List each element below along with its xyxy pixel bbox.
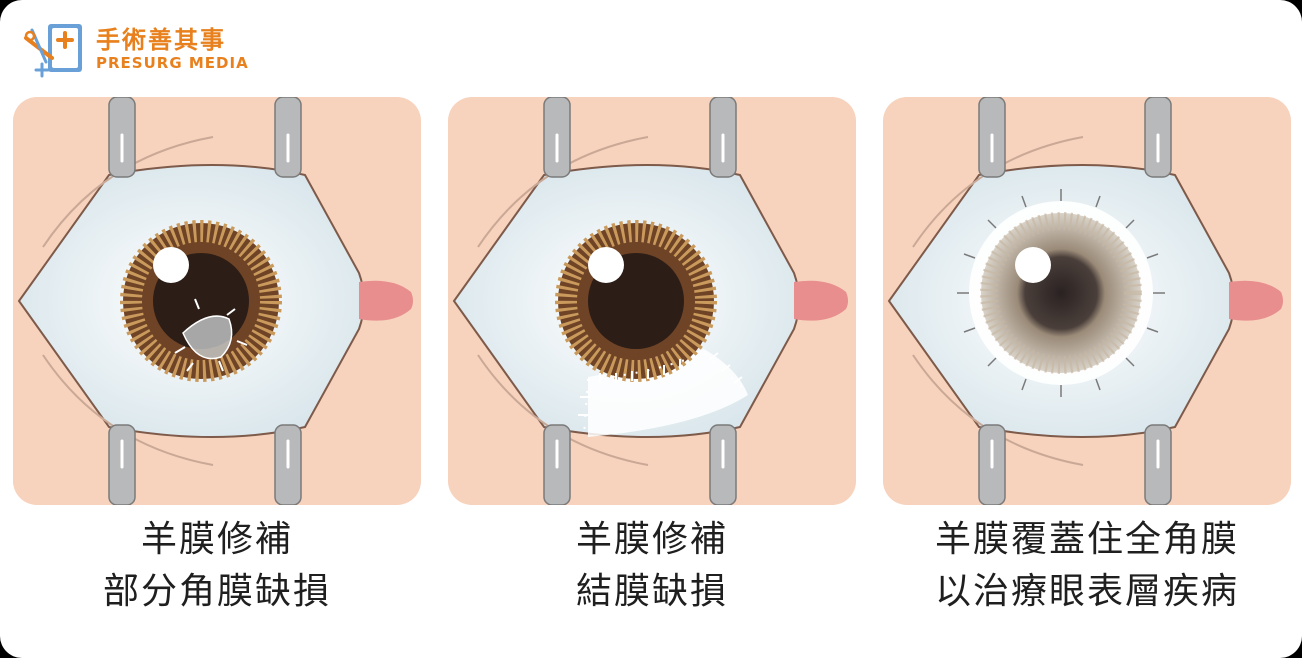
eye-illustration-3: [883, 97, 1291, 505]
caption-line-1: 羊膜覆蓋住全角膜: [934, 519, 1239, 560]
surgical-tools-book-icon: [24, 24, 82, 78]
sutures: [957, 189, 1165, 397]
brand-name-en: PRESURG MEDIA: [96, 54, 249, 72]
eye-illustration-1: [13, 97, 421, 505]
light-reflection: [588, 247, 624, 283]
caption-line-2: 部分角膜缺損: [102, 571, 331, 612]
caption-panel-1: 羊膜修補 部分角膜缺損: [7, 514, 427, 618]
caption-panel-2: 羊膜修補 結膜缺損: [442, 514, 862, 618]
caption-line-1: 羊膜修補: [575, 519, 728, 560]
amniotic-membrane-patch: [182, 315, 233, 360]
brand-name-cn: 手術善其事: [96, 26, 226, 54]
caption-panel-3: 羊膜覆蓋住全角膜 以治療眼表層疾病: [877, 514, 1297, 618]
caruncle: [1229, 280, 1283, 321]
panel-conjunctiva: [448, 97, 856, 505]
brand-logo: 手術善其事 PRESURG MEDIA: [22, 18, 262, 84]
light-reflection: [1015, 247, 1051, 283]
light-reflection: [153, 247, 189, 283]
panel-partial-cornea: [13, 97, 421, 505]
caption-line-2: 結膜缺損: [575, 571, 728, 612]
caption-line-1: 羊膜修補: [140, 519, 293, 560]
caption-line-2: 以治療眼表層疾病: [934, 571, 1239, 612]
eye-illustration-2: [448, 97, 856, 505]
caruncle: [794, 280, 848, 321]
caruncle: [359, 280, 413, 321]
panel-full-cornea: [883, 97, 1291, 505]
